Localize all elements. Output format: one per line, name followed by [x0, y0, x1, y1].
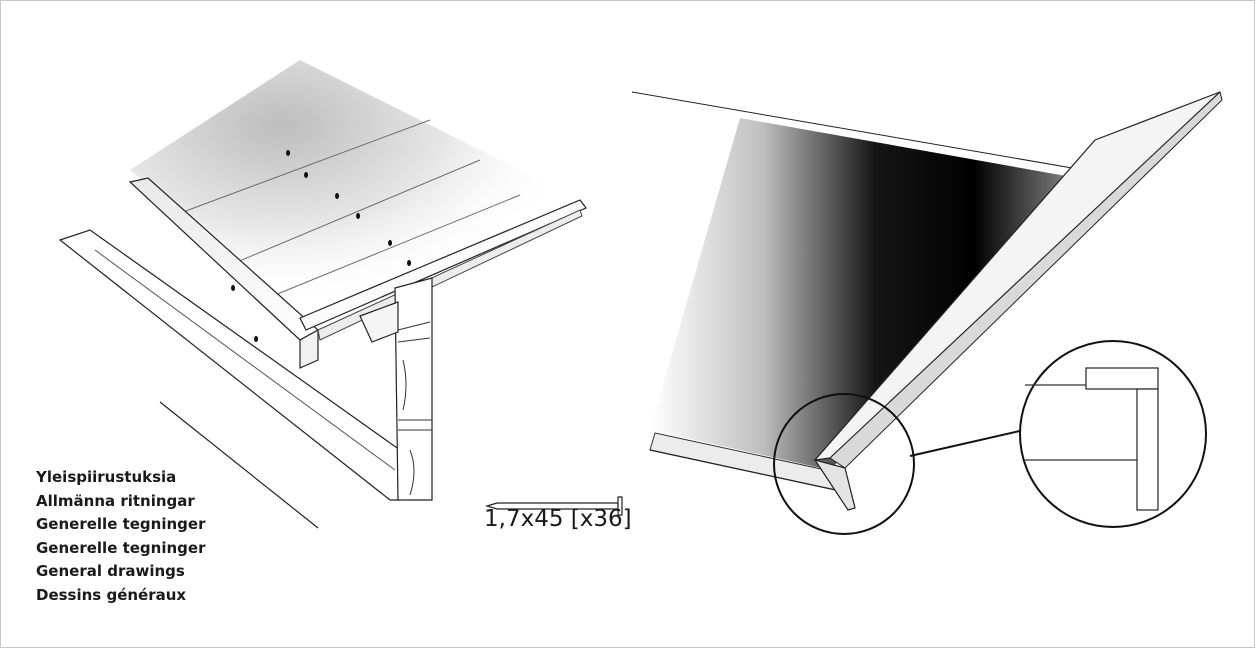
- nail-icon: [484, 496, 623, 516]
- callout-connector: [909, 429, 1025, 457]
- title-danish: Generelle tegninger: [36, 538, 206, 557]
- drawing-titles: Yleispiirustuksia Allmänna ritningar Gen…: [36, 466, 205, 607]
- roof-edge-illustration: [631, 91, 1223, 535]
- roof-panel: [650, 118, 1100, 470]
- gable-wall-line: [94, 249, 396, 471]
- roof-surface: [130, 60, 560, 320]
- title-english: General drawings: [36, 562, 185, 580]
- edge-trim-side: [829, 91, 1223, 469]
- title-norwegian: Generelle tegninger: [36, 515, 206, 533]
- post-bracket: [359, 301, 399, 343]
- title-finnish: Yleispiirustuksia: [36, 468, 177, 486]
- title-swedish: Allmänna ritningar: [36, 491, 195, 510]
- eave-corner-illustration: [58, 60, 587, 529]
- roof-panel-top-line: [631, 91, 1131, 179]
- barge-trim-front: [299, 328, 319, 369]
- ground-line: [159, 401, 319, 529]
- detail-callout-circle-large: [1019, 340, 1207, 528]
- eave-trim-board: [299, 199, 587, 331]
- detail-trim-leg: [1136, 388, 1159, 511]
- detail-callout-circle-small: [773, 393, 915, 535]
- roof-board-lines: [174, 119, 521, 296]
- roof-panel-bottom-line: [649, 449, 846, 493]
- corner-post-details: [397, 321, 432, 496]
- nail-spec-label: 1,7x45 [x36]: [484, 506, 632, 532]
- title-french: Dessins généraux: [36, 585, 187, 604]
- detail-panel-lines: [1025, 384, 1137, 461]
- detail-trim-cap: [1085, 367, 1159, 390]
- corner-post: [394, 277, 433, 501]
- edge-trim-end: [813, 459, 856, 511]
